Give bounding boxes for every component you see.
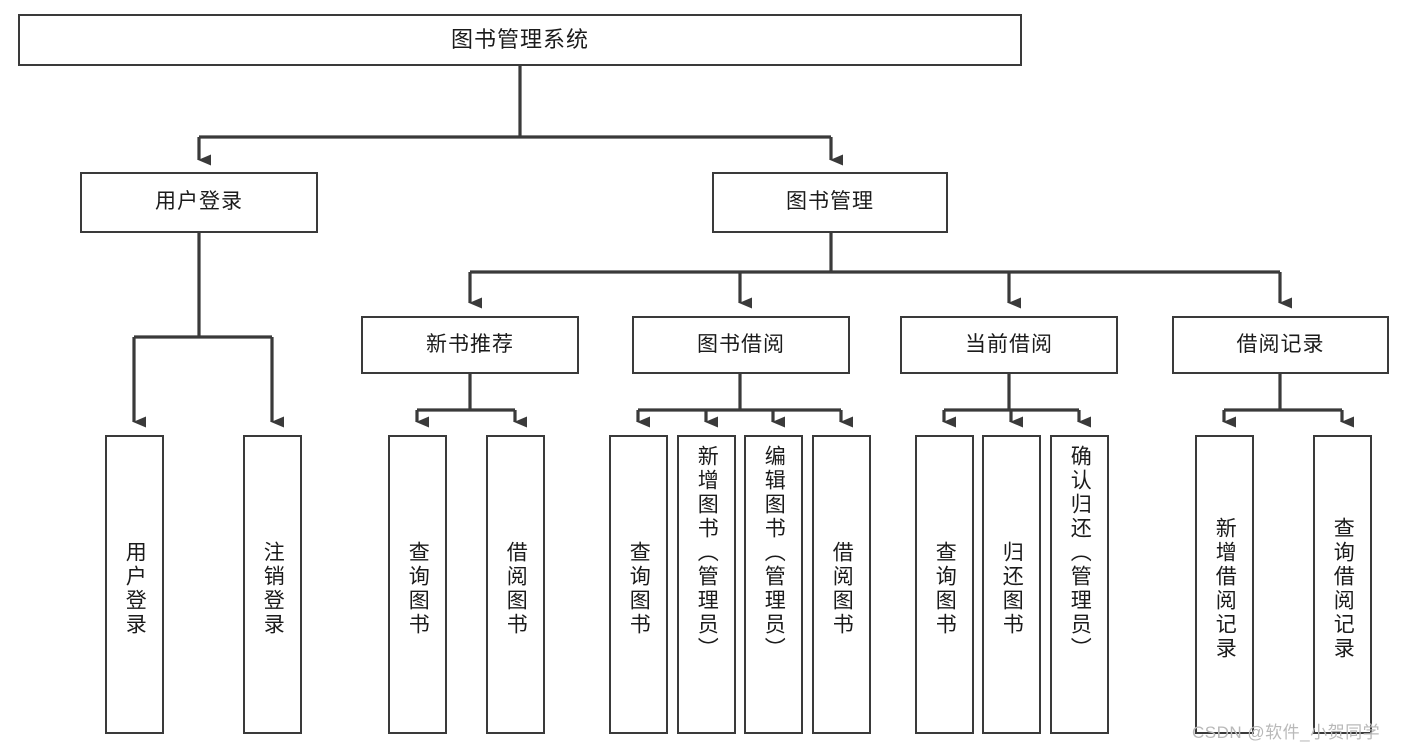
leaf-edit-book-label: 编辑图书（管理员）: [762, 445, 786, 661]
leaf-edit-book[interactable]: 编辑图书（管理员）: [744, 435, 803, 734]
node-book-management[interactable]: 图书管理: [712, 172, 948, 233]
leaf-borrow-book-2[interactable]: 借阅图书: [812, 435, 871, 734]
leaf-query-borrow-record[interactable]: 查询借阅记录: [1313, 435, 1372, 734]
leaf-query-book-1[interactable]: 查询图书: [388, 435, 447, 734]
node-book-borrow[interactable]: 图书借阅: [632, 316, 850, 374]
leaf-add-book[interactable]: 新增图书（管理员）: [677, 435, 736, 734]
node-current-borrow[interactable]: 当前借阅: [900, 316, 1118, 374]
node-user-login-label: 用户登录: [155, 190, 243, 214]
leaf-confirm-return-label: 确认归还（管理员）: [1068, 445, 1092, 661]
leaf-user-logout-label: 注销登录: [261, 540, 285, 637]
node-user-login[interactable]: 用户登录: [80, 172, 318, 233]
node-book-borrow-label: 图书借阅: [697, 332, 785, 356]
leaf-query-book-2-label: 查询图书: [627, 540, 651, 637]
node-borrow-record[interactable]: 借阅记录: [1172, 316, 1389, 374]
leaf-query-book-1-label: 查询图书: [406, 540, 430, 637]
node-book-management-label: 图书管理: [786, 190, 874, 214]
leaf-user-login[interactable]: 用户登录: [105, 435, 164, 734]
leaf-query-book-3-label: 查询图书: [933, 540, 957, 637]
leaf-add-borrow-record-label: 新增借阅记录: [1213, 516, 1237, 661]
node-root[interactable]: 图书管理系统: [18, 14, 1022, 66]
leaf-borrow-book-2-label: 借阅图书: [830, 540, 854, 637]
leaf-query-book-2[interactable]: 查询图书: [609, 435, 668, 734]
leaf-borrow-book-1-label: 借阅图书: [504, 540, 528, 637]
leaf-return-book[interactable]: 归还图书: [982, 435, 1041, 734]
leaf-user-logout[interactable]: 注销登录: [243, 435, 302, 734]
node-current-borrow-label: 当前借阅: [965, 332, 1053, 356]
leaf-add-book-label: 新增图书（管理员）: [695, 445, 719, 661]
node-borrow-record-label: 借阅记录: [1236, 332, 1325, 356]
node-new-book-recommend[interactable]: 新书推荐: [361, 316, 579, 374]
leaf-query-borrow-record-label: 查询借阅记录: [1331, 516, 1355, 661]
node-new-book-recommend-label: 新书推荐: [426, 332, 514, 356]
watermark: CSDN @软件_小贺同学: [1192, 723, 1381, 742]
leaf-confirm-return[interactable]: 确认归还（管理员）: [1050, 435, 1109, 734]
leaf-borrow-book-1[interactable]: 借阅图书: [486, 435, 545, 734]
leaf-add-borrow-record[interactable]: 新增借阅记录: [1195, 435, 1254, 734]
leaf-return-book-label: 归还图书: [1000, 540, 1024, 637]
leaf-query-book-3[interactable]: 查询图书: [915, 435, 974, 734]
node-root-label: 图书管理系统: [450, 27, 589, 53]
leaf-user-login-label: 用户登录: [123, 540, 147, 637]
